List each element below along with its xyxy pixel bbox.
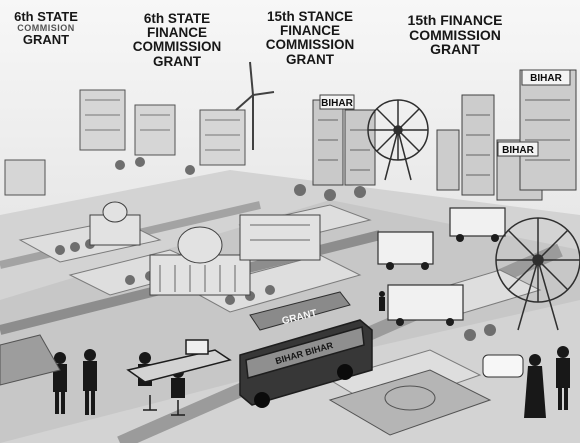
label-line: GRANT — [430, 41, 480, 58]
label-line: GRANT — [22, 32, 70, 48]
label-line: COMMISSION — [132, 39, 222, 55]
label-line: FINANCE — [280, 23, 340, 39]
bihar-sign-tower: BIHAR — [321, 98, 353, 109]
bihar-sign-right: BIHAR — [502, 145, 534, 156]
bus-sign: BIHAR BIHAR — [274, 340, 334, 366]
label-6th-state-finance-commission-grant: 6th STATE FINANCE COMMISSION GRANT — [118, 11, 236, 69]
label-6th-state-commision-grant: 6th STATE COMMISION GRANT — [2, 10, 90, 47]
label-15th-stance-finance-commission-grant: 15th STANCE FINANCE COMMISSION GRANT — [250, 9, 370, 67]
label-line: GRANT — [153, 53, 201, 69]
label-line: COMMISSION — [409, 26, 501, 43]
label-line: COMMISSION — [265, 37, 355, 53]
bihar-sign-top: BIHAR — [530, 73, 562, 84]
label-line: GRANT — [286, 51, 334, 67]
label-line: 15th FINANCE — [407, 12, 503, 28]
label-line: 6th STATE — [14, 9, 78, 24]
label-line: 6th STATE — [143, 11, 211, 26]
label-line: 15th STANCE — [266, 9, 353, 24]
label-line: COMMISION — [17, 22, 75, 33]
label-line: FINANCE — [147, 25, 207, 41]
grant-road-sign: GRANT — [281, 308, 318, 327]
label-15th-finance-commission-grant: 15th FINANCE COMMISSION GRANT — [392, 13, 518, 57]
